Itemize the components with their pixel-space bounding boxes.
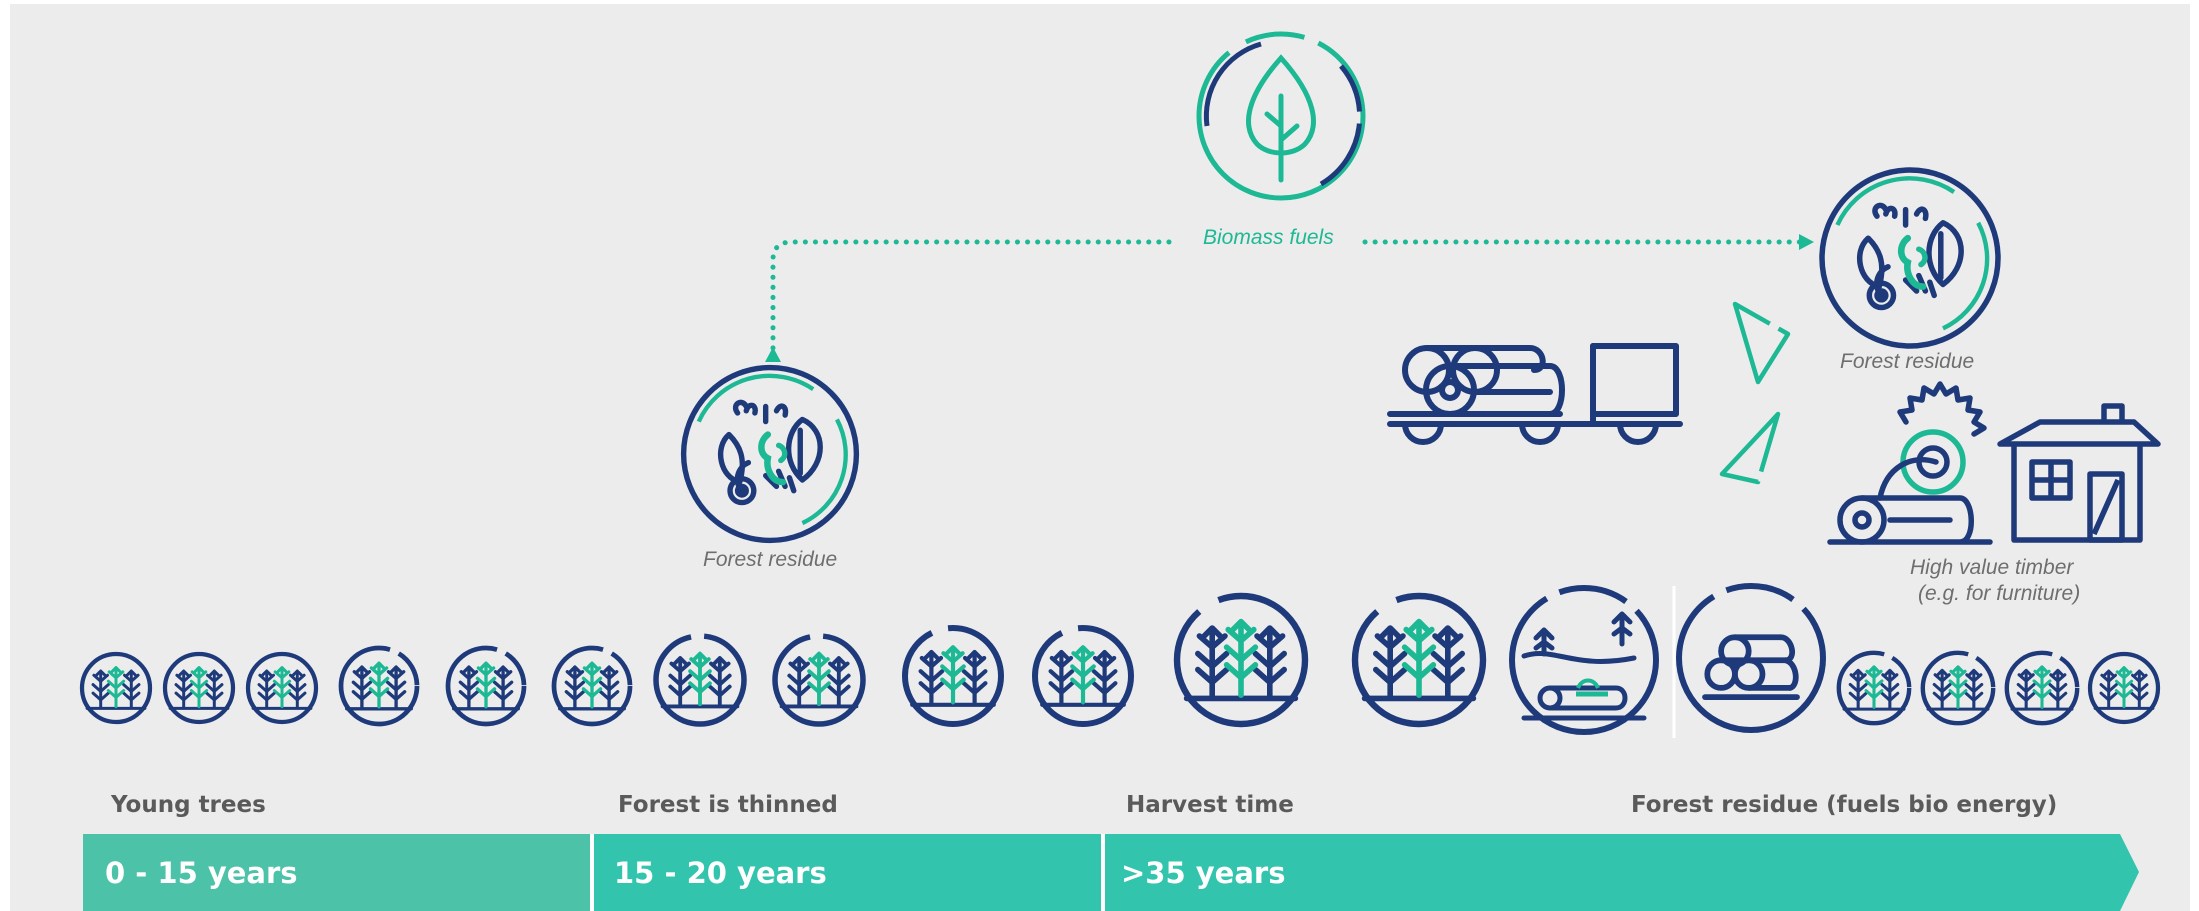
arrow-right-icon [1799,234,1814,250]
high-value-timber-sublabel: (e.g. for furniture) [1918,582,2081,605]
log-truck-icon [1387,343,1683,445]
tree-group-icon [1173,592,1309,728]
tree-group-icon [1920,650,1996,726]
stage-label-harvest: Harvest time [1126,792,1294,818]
timeline-bar [83,834,2139,911]
tree-group-icon [1031,624,1135,728]
tree-group-icon [79,651,153,725]
stage-label-thinned: Forest is thinned [618,792,838,818]
biomass-flow-path [770,239,1803,351]
tree-group-icon [551,645,633,727]
leaf-drop-icon [1196,31,1366,201]
tree-group-icon [162,651,236,725]
tree-group-icon [338,645,420,727]
tree-group-icon [2004,650,2080,726]
tree-group-icon [1836,650,1912,726]
tree-group-icon [901,624,1005,728]
biomass-fuels-label: Biomass fuels [1203,226,1334,249]
saw-blade-icon [1827,381,1993,545]
stage-label-residue: Forest residue (fuels bio energy) [1631,792,2058,818]
background-panel [10,4,2190,911]
arrow-triangle-icon [1719,301,1791,485]
tree-circles-row [79,583,2161,738]
tree-group-icon [2087,651,2161,725]
tree-group-icon [245,651,319,725]
house-icon [1997,403,2161,543]
stage-label-young-trees: Young trees [111,792,266,818]
felled-trees-icon [1509,585,1659,735]
logs-icon [1676,583,1826,733]
forest-residue-label-right: Forest residue [1840,350,1975,373]
years-segment-2: 15 - 20 years [614,856,827,890]
years-segment-3: >35 years [1121,856,1286,890]
forest-residue-label-left: Forest residue [703,548,838,571]
tree-group-icon [772,633,866,727]
forest-residue-icon [1822,170,1998,346]
high-value-timber-label: High value timber [1910,556,2074,579]
tree-group-icon [1351,592,1487,728]
tree-group-icon [653,633,747,727]
arrow-up-icon [765,347,781,362]
forest-residue-icon [684,368,857,541]
tree-group-icon [445,645,527,727]
years-segment-1: 0 - 15 years [105,856,298,890]
